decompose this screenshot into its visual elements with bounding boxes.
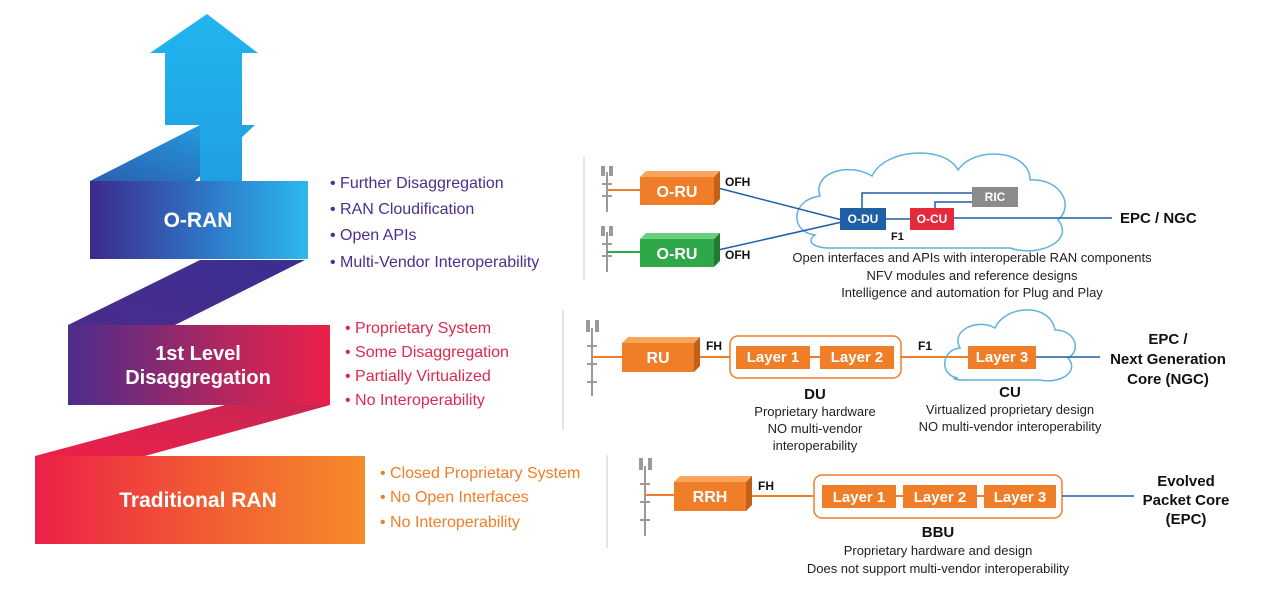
oru-bottom-label: O-RU — [657, 246, 698, 263]
cu-label: CU — [999, 384, 1021, 401]
bullet: • Proprietary System — [345, 320, 491, 337]
ru-box: RU — [622, 337, 700, 372]
odu-ric-link — [861, 192, 972, 210]
bullet: • Some Disaggregation — [345, 344, 509, 361]
level1-core-label: Core (NGC) — [1127, 371, 1209, 388]
layer3-label: Layer 3 — [976, 349, 1029, 366]
ocu-label: O-CU — [917, 212, 948, 226]
cloud-icon — [944, 309, 1077, 382]
cu-note: NO multi-vendor interoperability — [919, 419, 1102, 434]
bullet: • Multi-Vendor Interoperability — [330, 254, 539, 271]
du-note: Proprietary hardware — [754, 404, 875, 419]
ric-label: RIC — [985, 190, 1006, 204]
ribbon-trad-to-level1 — [35, 405, 330, 456]
level1-diagram: RU FH Layer 1 Layer 2 F1 Layer 3 DU Prop… — [586, 309, 1226, 453]
antenna-icon — [601, 166, 613, 212]
stair-traditional-ran — [35, 456, 365, 544]
bullet: • Further Disaggregation — [330, 175, 504, 192]
oran-diagram: O-RU O-RU OFH OFH O-DU O-CU RIC F1 EPC /… — [601, 152, 1197, 300]
layer1-box — [736, 346, 810, 369]
du-label: DU — [804, 386, 826, 403]
f1-label: F1 — [918, 339, 932, 353]
ofh-link-top — [717, 187, 843, 221]
oru-top-label: O-RU — [657, 184, 698, 201]
layer1-label: Layer 1 — [833, 489, 886, 506]
ric-box — [972, 187, 1018, 207]
bullet: • Partially Virtualized — [345, 368, 491, 385]
oru-top-box: O-RU — [640, 171, 720, 205]
oran-bullets: • Further Disaggregation • RAN Cloudific… — [330, 175, 539, 271]
layer3-box — [984, 485, 1056, 508]
trad-core-label: Evolved — [1157, 473, 1215, 490]
bullet: • No Open Interfaces — [380, 489, 529, 506]
level1-bullets: • Proprietary System • Some Disaggregati… — [345, 320, 509, 409]
oran-note: NFV modules and reference designs — [866, 268, 1078, 283]
level1-core-label: Next Generation — [1110, 351, 1226, 368]
rrh-box: RRH — [674, 476, 752, 511]
oran-note: Intelligence and automation for Plug and… — [841, 285, 1103, 300]
layer2-label: Layer 2 — [831, 349, 884, 366]
bullet: • No Interoperability — [345, 392, 485, 409]
f1-label: F1 — [891, 231, 904, 243]
ribbon-level1-to-oran — [68, 260, 305, 325]
ofh-top-label: OFH — [725, 175, 750, 189]
odu-label: O-DU — [848, 212, 879, 226]
du-note: interoperability — [773, 438, 858, 453]
ofh-link-bottom — [717, 221, 843, 251]
up-arrow — [150, 14, 258, 181]
ocu-ric-link — [934, 201, 972, 210]
ocu-box — [910, 208, 954, 230]
staircase: Traditional RAN 1st Level Disaggregation… — [35, 14, 365, 544]
antenna-icon — [586, 320, 599, 396]
trad-core-label: Packet Core — [1143, 492, 1230, 509]
level1-core-label: EPC / — [1148, 331, 1188, 348]
bbu-label: BBU — [922, 524, 955, 541]
odu-box — [840, 208, 886, 230]
bullet: • Closed Proprietary System — [380, 465, 580, 482]
cloud-icon — [796, 152, 1066, 252]
bbu-note: Does not support multi-vendor interopera… — [807, 561, 1070, 576]
stair-1st-level-line1: 1st Level — [155, 343, 241, 365]
traditional-bullets: • Closed Proprietary System • No Open In… — [380, 465, 580, 531]
stair-traditional-label: Traditional RAN — [119, 489, 277, 512]
cu-note: Virtualized proprietary design — [926, 402, 1094, 417]
ru-label: RU — [646, 350, 669, 367]
traditional-diagram: RRH FH Layer 1 Layer 2 Layer 3 BBU Propr… — [639, 458, 1229, 576]
rrh-label: RRH — [693, 489, 728, 506]
layer3-label: Layer 3 — [994, 489, 1047, 506]
trad-core-label: (EPC) — [1166, 511, 1207, 528]
layer3-box — [968, 346, 1036, 369]
stair-1st-level-line2: Disaggregation — [125, 367, 271, 389]
fh-label: FH — [706, 339, 722, 353]
bbu-note: Proprietary hardware and design — [844, 543, 1033, 558]
bullet: • Open APIs — [330, 227, 417, 244]
oran-core-label: EPC / NGC — [1120, 210, 1197, 227]
stair-oran-label: O-RAN — [164, 209, 233, 232]
bullet: • RAN Cloudification — [330, 201, 474, 218]
bullet: • No Interoperability — [380, 514, 520, 531]
stair-oran — [90, 181, 308, 259]
layer1-label: Layer 1 — [747, 349, 800, 366]
ofh-bottom-label: OFH — [725, 248, 750, 262]
layer2-box — [820, 346, 894, 369]
antenna-icon — [639, 458, 652, 536]
layer1-box — [822, 485, 896, 508]
layer2-label: Layer 2 — [914, 489, 967, 506]
fh-label: FH — [758, 479, 774, 493]
layer2-box — [903, 485, 977, 508]
stair-1st-level — [68, 325, 330, 405]
oru-bottom-box: O-RU — [640, 233, 720, 267]
du-note: NO multi-vendor — [768, 421, 863, 436]
antenna-icon — [601, 226, 613, 272]
oran-note: Open interfaces and APIs with interopera… — [792, 250, 1152, 265]
